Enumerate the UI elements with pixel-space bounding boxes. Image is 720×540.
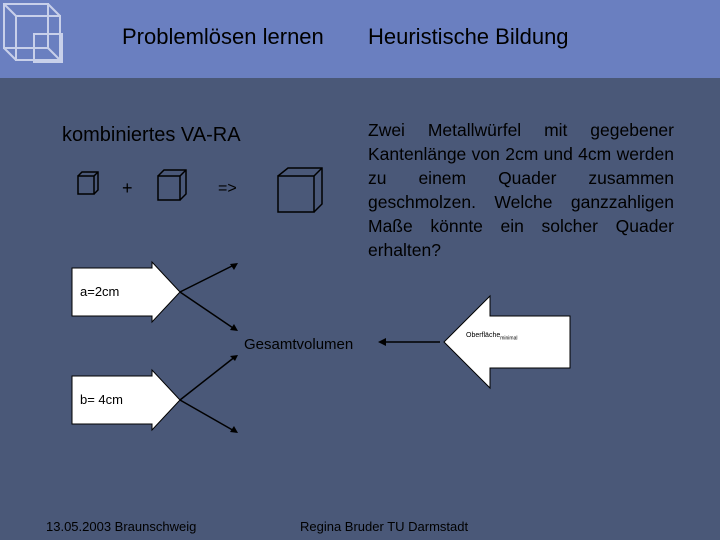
arrow-a-label: a=2cm [80, 284, 120, 299]
surface-label: Oberflächeminimal [466, 332, 517, 341]
total-volume-label: Gesamtvolumen [244, 336, 354, 353]
arrow-surface-shape [443, 294, 571, 390]
arrow-a-shape [71, 260, 181, 324]
footer-author: Regina Bruder TU Darmstadt [300, 519, 469, 534]
small-cube-icon [77, 171, 99, 195]
arrow-b-label: b= 4cm [80, 392, 123, 407]
problem-statement: Zwei Metallwürfel mit gegebener Kantenlä… [368, 120, 674, 260]
arrow-b-shape [71, 368, 181, 432]
method-title: kombiniertes VA-RA [62, 124, 241, 146]
large-cube-icon [277, 167, 323, 213]
surface-label-subscript: minimal [500, 335, 518, 342]
cube-logo-icon [3, 3, 63, 63]
surface-label-text: Oberfläche [466, 332, 501, 339]
header-title-right: Heuristische Bildung [368, 24, 569, 49]
small-cube-icon [157, 169, 187, 201]
implies-sign: => [218, 180, 237, 197]
header-title-left: Problemlösen lernen [122, 24, 324, 49]
header-band: Problemlösen lernen Heuristische Bildung [0, 0, 720, 78]
plus-sign: + [122, 178, 133, 198]
footer-date-place: 13.05.2003 Braunschweig [46, 519, 197, 534]
